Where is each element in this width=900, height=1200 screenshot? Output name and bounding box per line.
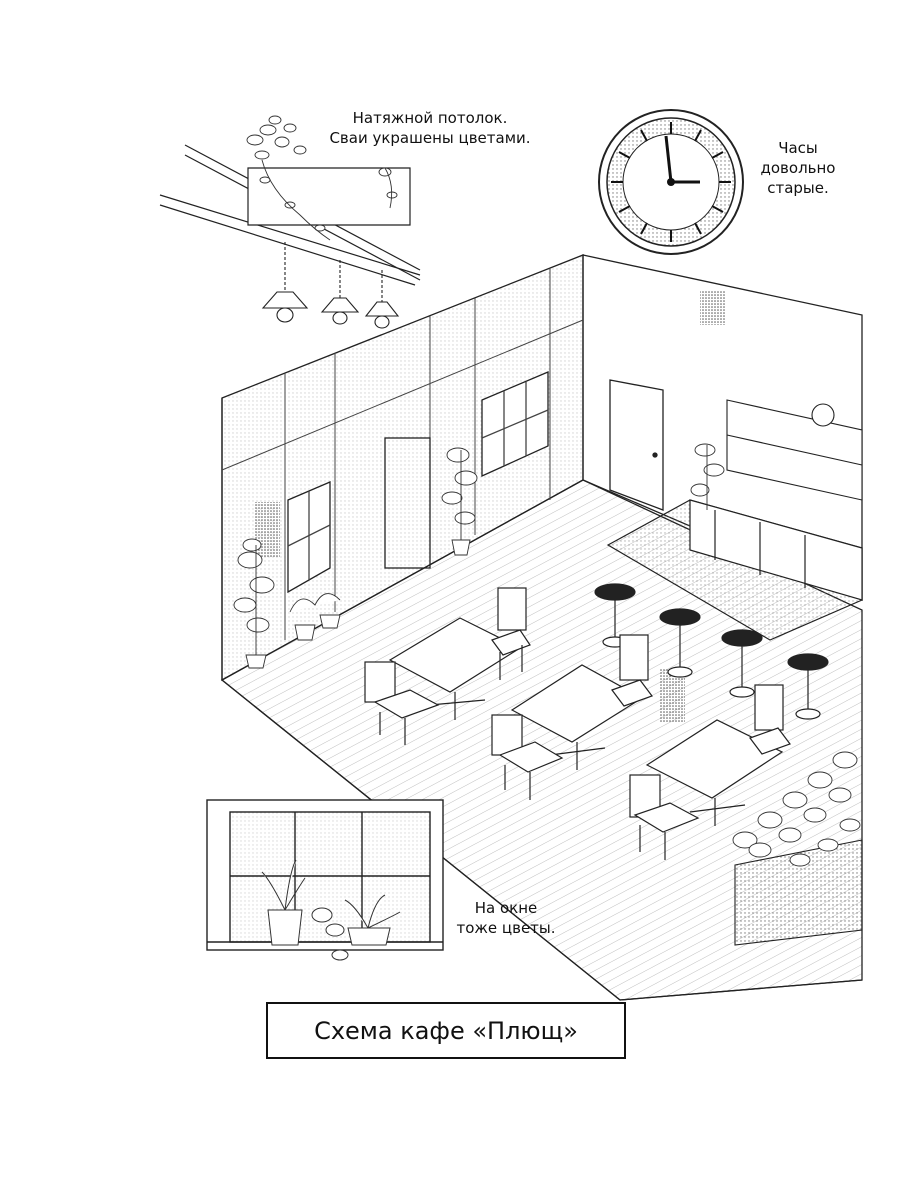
window-caption: На окне тоже цветы. <box>446 898 566 938</box>
ivy-planter <box>732 751 863 946</box>
page-title: Схема кафе «Плющ» <box>266 1002 626 1059</box>
window-caption-line-1: На окне <box>474 899 538 917</box>
ivy-on-beam <box>246 115 398 241</box>
chair-icon <box>749 684 791 755</box>
window-caption-line-2: тоже цветы. <box>456 919 556 937</box>
chair-icon <box>491 587 531 680</box>
wall-clock-icon <box>598 109 744 255</box>
potted-plant-icon <box>441 447 478 556</box>
cafe-room <box>220 254 863 1001</box>
window-inset <box>206 799 444 951</box>
potted-plant-icon <box>311 894 401 961</box>
bar-stool-icon <box>659 608 701 678</box>
cafe-table <box>645 719 784 826</box>
ceiling-beams <box>159 144 421 286</box>
bar-stool-icon <box>787 653 829 720</box>
chair-icon <box>491 714 564 800</box>
ceiling-caption: Натяжной потолок. Сваи украшены цветами. <box>300 108 560 148</box>
potted-plant-icon <box>690 443 725 510</box>
potted-plant-icon <box>289 593 341 641</box>
back-shelf <box>726 399 863 501</box>
potted-plant-icon <box>233 538 275 669</box>
ceiling-caption-line-1: Натяжной потолок. <box>352 109 508 127</box>
clock-caption-line-2: довольно <box>760 159 836 177</box>
chair-icon <box>364 661 440 745</box>
bar-stool-icon <box>721 629 763 698</box>
pendant-lamp-icon <box>261 242 309 323</box>
clock-caption: Часы довольно старые. <box>748 138 848 198</box>
pendant-lamp-icon <box>364 270 400 329</box>
ceiling-caption-line-2: Сваи украшены цветами. <box>329 129 531 147</box>
potted-plant-icon <box>261 859 306 946</box>
pendant-lamp-icon <box>320 260 360 325</box>
bar-counter <box>606 499 863 641</box>
chair-icon <box>611 634 653 707</box>
chair-icon <box>629 774 700 860</box>
clock-caption-line-1: Часы <box>778 139 818 157</box>
clock-caption-line-3: старые. <box>767 179 829 197</box>
